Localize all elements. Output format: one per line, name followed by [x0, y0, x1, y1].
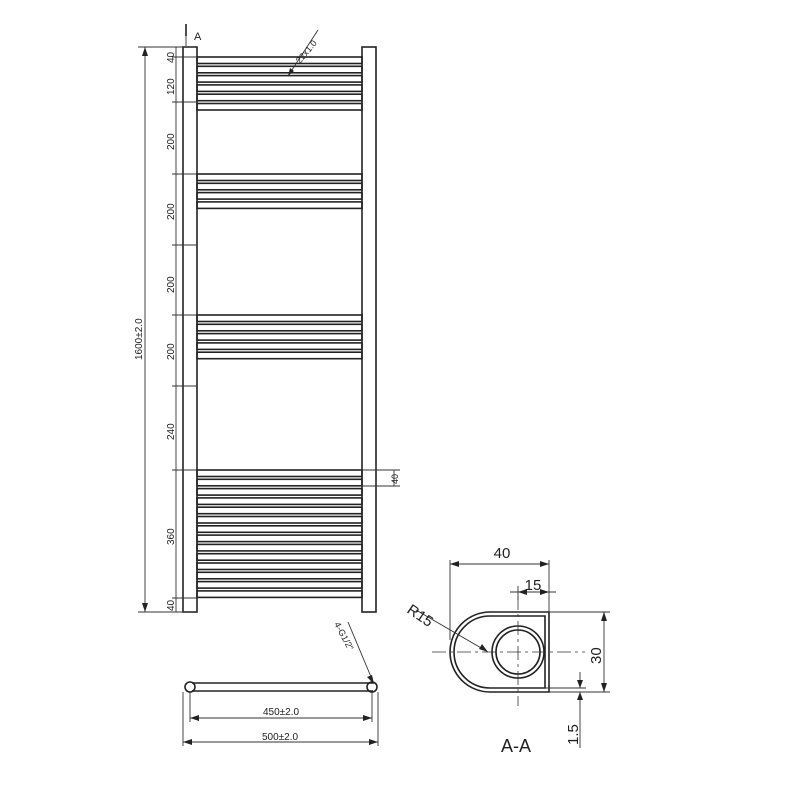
- connection-callout: 4-G1/2": [332, 620, 355, 652]
- bar-24: [196, 552, 363, 562]
- bar-5: [196, 102, 363, 111]
- overall-width-dimension: 500±2.0: [262, 732, 299, 743]
- section-height-dimension: 30: [588, 647, 605, 664]
- bar-8: [196, 191, 363, 200]
- segment-4: 200: [166, 276, 177, 293]
- segment-8: 40: [166, 599, 177, 611]
- left-stile: [182, 46, 198, 613]
- section-radius-callout: R15: [404, 601, 436, 630]
- section-view: 40 15 R15 30 1.5 A-A: [404, 545, 610, 756]
- bar-11: [196, 323, 363, 332]
- bar-0: [196, 56, 363, 65]
- bar-28: [196, 590, 363, 599]
- segment-7: 360: [166, 528, 177, 545]
- bar-19: [196, 506, 363, 515]
- section-wall-dimension: 1.5: [565, 724, 582, 745]
- right-stile: [361, 46, 377, 613]
- segment-0: 40: [166, 51, 177, 63]
- segment-3: 200: [166, 203, 177, 220]
- bar-21: [196, 524, 363, 534]
- segment-6: 240: [166, 423, 177, 440]
- centers-width-dimension: 450±2.0: [263, 707, 300, 718]
- bar-4: [196, 93, 363, 102]
- bar-13: [196, 342, 363, 351]
- bar-18: [196, 497, 363, 506]
- bar-end-offset-dimension: 40: [390, 474, 400, 484]
- bar-2: [196, 74, 363, 83]
- bar-17: [196, 487, 363, 496]
- bar-25: [196, 562, 363, 571]
- bar-1: [196, 65, 363, 74]
- bar-7: [196, 182, 363, 191]
- bar-26: [196, 571, 363, 580]
- section-marker-label: A: [194, 31, 202, 43]
- segment-1: 120: [166, 78, 177, 95]
- bar-20: [196, 515, 363, 524]
- section-title: A-A: [501, 736, 531, 756]
- plan-view: 4-G1/2" 450±2.0 500±2.0: [182, 620, 379, 746]
- tube-diameter-callout: 22x1.0: [294, 38, 319, 65]
- section-width-dimension: 40: [494, 545, 511, 562]
- left-connection: [184, 681, 196, 693]
- section-outer-profile: [449, 611, 550, 693]
- segment-ticks: [172, 46, 197, 613]
- bar-15: [196, 469, 363, 478]
- bar-10: [196, 314, 363, 323]
- bar-22: [196, 534, 363, 543]
- bar-3: [196, 84, 363, 93]
- bar-6: [196, 173, 363, 182]
- section-inner-offset-dimension: 15: [525, 577, 542, 594]
- bar-27: [196, 580, 363, 589]
- segment-2: 200: [166, 133, 177, 150]
- segment-5: 200: [166, 343, 177, 360]
- front-view: A 22x1.0 1600±2.0 40 120 200 200 200 200…: [134, 24, 400, 613]
- overall-height-dimension: 1600±2.0: [134, 318, 145, 360]
- bar-9: [196, 201, 363, 210]
- bar-set: [196, 56, 363, 599]
- bar-16: [196, 478, 363, 487]
- bar-23: [196, 543, 363, 552]
- bar-12: [196, 332, 363, 341]
- bar-14: [196, 351, 363, 360]
